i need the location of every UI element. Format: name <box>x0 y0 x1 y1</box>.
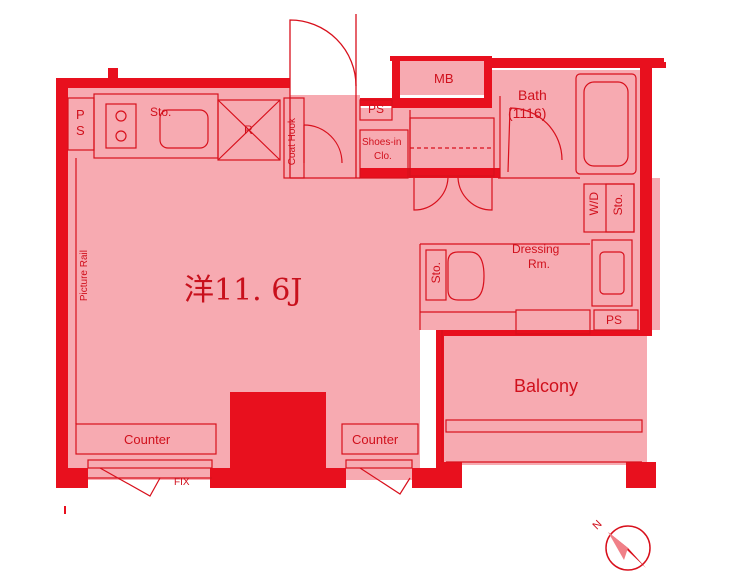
interior-fill <box>64 60 660 480</box>
refrigerator-label: R <box>244 123 253 137</box>
sto-wd-label: Sto. <box>611 194 625 216</box>
picture-rail-label: Picture Rail <box>79 250 90 302</box>
ps-left-bottom: S <box>76 123 85 138</box>
dressing-label-line1: Dressing <box>512 242 560 256</box>
coat-hook-label: Coat Hook <box>287 118 298 166</box>
sto-kitchen-label: Sto. <box>150 105 172 119</box>
ps-left-top: P <box>76 107 85 122</box>
shoes-in-label-line1: Shoes-in <box>362 137 402 148</box>
bath-size-label: (1116) <box>508 105 547 121</box>
ps-lower-label: PS <box>606 313 623 327</box>
interior-lines <box>67 73 643 497</box>
exterior-walls <box>56 56 666 488</box>
balcony-label: Balcony <box>514 376 579 396</box>
counter-left-label: Counter <box>124 432 171 447</box>
ps-upper-label: PS <box>368 102 385 116</box>
counter-right-label: Counter <box>352 432 399 447</box>
shoes-in-label-line2: Clo. <box>374 151 392 162</box>
edge-mark <box>64 506 66 514</box>
mb-label: MB <box>434 71 454 86</box>
sto-toilet-label: Sto. <box>429 262 443 284</box>
wd-label: W/D <box>587 192 601 216</box>
room-label-main: 洋11. 6J <box>184 273 303 308</box>
bath-label: Bath <box>518 87 547 103</box>
dressing-label-line2: Rm. <box>528 257 550 271</box>
north-arrow-icon <box>605 525 651 571</box>
fix-label: FIX <box>174 477 190 488</box>
